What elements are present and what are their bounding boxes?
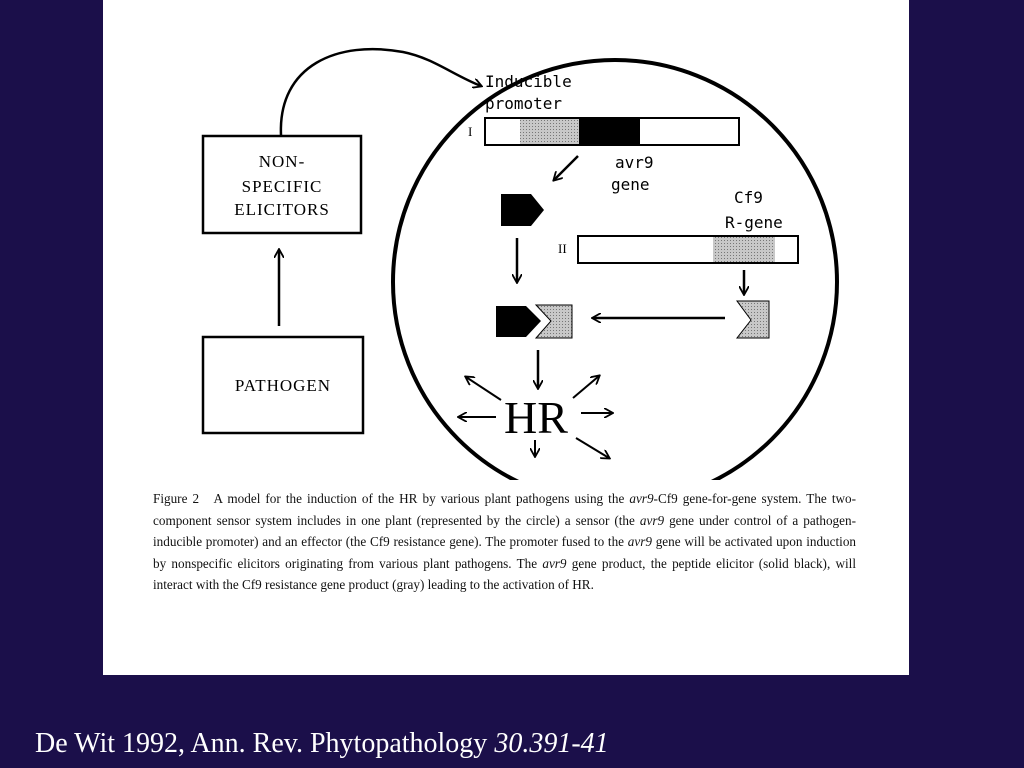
pathogen-box [201,335,365,435]
caption-text-5: gene product, the peptide elicitor (soli… [153,555,856,593]
elicitor-peptide-shape [501,194,544,226]
avr9-label-line-1: avr9 [615,153,654,172]
citation: De Wit 1992, Ann. Rev. Phytopathology 30… [35,728,609,760]
cf9-segment [713,237,775,262]
nonspecific-line-1: NON- [259,152,306,171]
pathogen-label: PATHOGEN [235,376,331,395]
caption-italic-1: avr9 [629,491,654,506]
hr-label: HR [504,392,568,443]
figure-panel: NON- SPECIFIC ELICITORS PATHOGEN Inducib… [103,0,909,675]
cf9-label-line-1: Cf9 [734,188,763,207]
hr-arrow-up-right [572,376,599,399]
hr-arrow-up-left [466,377,502,401]
caption-italic-2: avr9 [639,512,665,528]
roman-numeral-2: II [558,241,567,256]
inducible-line-2: promoter [485,94,562,113]
complex-elicitor-shape [496,306,541,337]
inducible-line-1: Inducible [485,72,572,91]
avr9-arrow [554,155,579,180]
citation-text: De Wit 1992, Ann. Rev. Phytopathology [35,728,495,759]
nonspecific-line-3: ELICITORS [234,200,330,219]
nonspecific-line-2: SPECIFIC [242,177,323,196]
receptor-shape [735,300,770,339]
caption-text-2: -Cf9 gene-for-gene system. The two-compo… [153,491,856,528]
cf9-label-line-2: R-gene [725,213,783,232]
caption-text-1: A model for the induction of the HR by v… [213,491,630,506]
avr9-segment [579,119,640,144]
plant-circle [391,58,839,480]
citation-volume-pages: 30.391-41 [494,728,609,759]
roman-numeral-1: I [468,124,472,139]
curved-arrow [279,47,481,136]
caption-text-3: gene under control of a pathogen-inducib… [153,512,856,550]
nonspecific-elicitors-box [201,134,363,235]
avr9-label-line-2: gene [611,175,650,194]
figure-label: Figure 2 [153,491,200,506]
hr-arrow-down-right [575,437,609,458]
caption-italic-4: avr9 [542,555,567,571]
hr-model-diagram: NON- SPECIFIC ELICITORS PATHOGEN Inducib… [201,47,839,480]
complex-receptor-shape [534,304,573,339]
caption-text-4: gene will be activated upon induction by… [153,534,857,571]
caption-italic-3: avr9 [627,534,652,550]
figure-caption: Figure 2 A model for the induction of th… [153,488,856,596]
promoter-segment [520,119,579,144]
